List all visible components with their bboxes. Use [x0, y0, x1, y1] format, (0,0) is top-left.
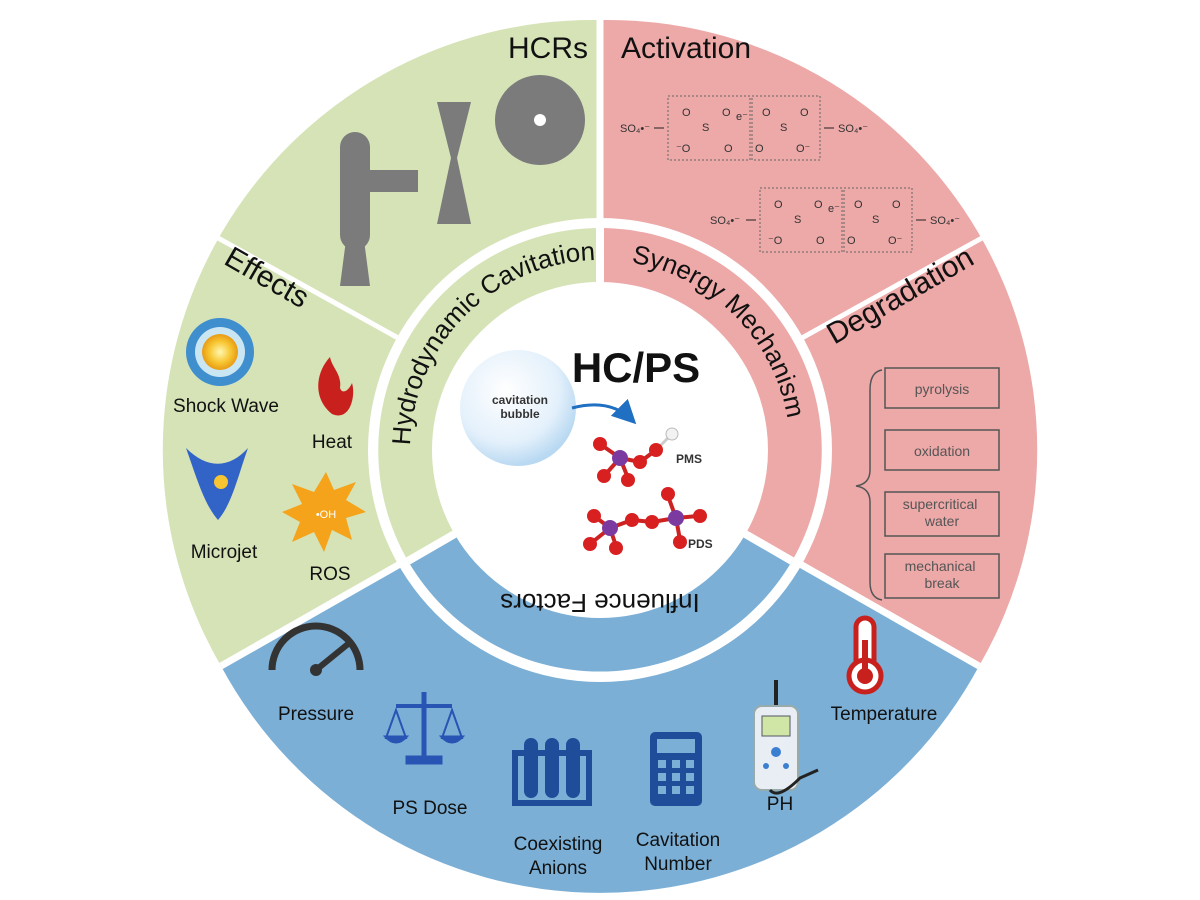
cavitation-label: Cavitation	[636, 830, 721, 851]
o-atom-text: O	[774, 199, 783, 211]
o-atom-text: O	[755, 143, 764, 155]
pressure-label: Pressure	[278, 704, 354, 725]
degradation-item-mechanical: mechanical break	[905, 558, 980, 591]
o-atom-text: O	[814, 199, 823, 211]
test-tubes-icon	[512, 738, 592, 806]
o-atom-text: O	[892, 199, 901, 211]
heat-label: Heat	[312, 432, 353, 453]
pms-label: PMS	[676, 452, 702, 466]
persulfate-structure-top: SO₄•⁻ O O S ⁻O O O e⁻ O O S O⁻ SO₄•⁻	[620, 95, 868, 161]
activation-structures: SO₄•⁻ O O S ⁻O O O e⁻ O O S O⁻ SO₄•⁻ SO₄…	[620, 95, 960, 253]
degradation-list: pyrolysis oxidation supercritical water …	[855, 367, 1000, 601]
degradation-item-supercritical: supercritical water	[903, 496, 982, 529]
effects-icons: Shock Wave Heat Microjet •OH ROS	[173, 318, 366, 585]
pds-label: PDS	[688, 537, 713, 551]
flame-icon	[318, 357, 354, 416]
ph-meter-icon	[753, 680, 819, 795]
thermometer-icon	[846, 615, 884, 695]
o-atom-text: O	[800, 107, 809, 119]
pressure-gauge-icon	[268, 622, 364, 676]
brace-icon	[855, 369, 883, 601]
hcrs-label: HCRs	[508, 32, 588, 65]
microjet-label: Microjet	[191, 542, 258, 563]
bubble-label-2: bubble	[500, 407, 540, 421]
o-atom-text: O	[816, 235, 825, 247]
calculator-icon	[650, 732, 702, 806]
ps-dose-label: PS Dose	[393, 798, 468, 819]
o-minus-text: ⁻O	[768, 235, 783, 247]
hcrs-icons	[340, 75, 585, 286]
scale-icon	[382, 692, 466, 765]
o-minus-text: O⁻	[796, 143, 811, 155]
center-panel: HC/PS cavitation bubble PMS	[460, 344, 713, 555]
so4-radical-text: SO₄•⁻	[930, 215, 960, 227]
pds-molecule-icon	[583, 487, 707, 555]
degradation-item-pyrolysis: pyrolysis	[915, 381, 969, 397]
o-atom-text: O	[854, 199, 863, 211]
pms-molecule-icon	[593, 427, 679, 487]
influence-factors-label: Influence Factors	[500, 588, 699, 618]
o-atom-text: O	[682, 107, 691, 119]
s-atom-text: S	[702, 122, 709, 134]
o-atom-text: O	[847, 235, 856, 247]
activation-label: Activation	[621, 32, 751, 65]
o-atom-text: O	[762, 107, 771, 119]
o-minus-text: ⁻O	[676, 143, 691, 155]
so4-radical-text: SO₄•⁻	[620, 123, 650, 135]
ros-icon: •OH	[282, 472, 366, 552]
number-label: Number	[644, 854, 712, 875]
o-atom-text: O	[724, 143, 733, 155]
o-atom-text: O	[722, 107, 731, 119]
s-atom-text: S	[780, 122, 787, 134]
bubble-arrow-icon	[571, 398, 637, 425]
ros-label: ROS	[309, 564, 350, 585]
venturi-icon	[437, 102, 471, 224]
influence-icons: Pressure PS Dose Coexisting Anions	[268, 615, 938, 879]
so4-radical-text: SO₄•⁻	[710, 215, 740, 227]
anions-label: Anions	[529, 858, 587, 879]
shock-wave-icon	[186, 318, 254, 386]
temperature-label: Temperature	[831, 704, 938, 725]
s-atom-text: S	[872, 214, 879, 226]
s-atom-text: S	[794, 214, 801, 226]
persulfate-structure-bottom: SO₄•⁻ O O S ⁻O O O e⁻ O O S O⁻ SO₄•⁻	[710, 187, 960, 253]
shock-wave-label: Shock Wave	[173, 396, 279, 417]
ph-label: PH	[767, 794, 793, 815]
electron-text: e⁻	[736, 111, 748, 123]
o-minus-text: O⁻	[888, 235, 903, 247]
bubble-label-1: cavitation	[492, 393, 548, 407]
center-title: HC/PS	[572, 344, 700, 391]
orifice-plate-icon	[495, 75, 585, 165]
electron-text: e⁻	[828, 203, 840, 215]
cavitation-bubble-icon	[460, 350, 576, 466]
coexisting-label: Coexisting	[514, 834, 603, 855]
degradation-item-oxidation: oxidation	[914, 443, 970, 459]
oh-radical-text: •OH	[316, 509, 336, 521]
vortex-diode-icon	[340, 132, 418, 286]
so4-radical-text: SO₄•⁻	[838, 123, 868, 135]
microjet-icon	[186, 448, 248, 520]
